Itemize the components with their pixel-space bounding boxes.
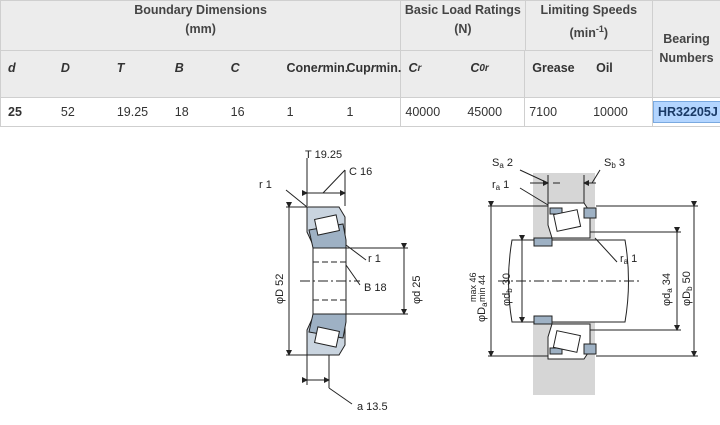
label-B: B 18 <box>364 282 387 294</box>
label-r1-inner: r 1 <box>368 253 381 265</box>
cell-oil: 10000 <box>593 105 628 119</box>
cell-B: 18 <box>174 105 189 119</box>
limiting-speeds-header: Limiting Speeds(min-1) <box>540 3 638 41</box>
cell-C: 16 <box>230 105 245 119</box>
label-Da: φDa max 46 min 44 <box>468 272 489 322</box>
cell-d: 25 <box>8 105 22 119</box>
label-Db: φDb 50 <box>681 271 694 306</box>
cell-D: 52 <box>60 105 75 119</box>
col-grease: Grease <box>532 61 575 75</box>
cell-grease: 7100 <box>529 105 558 119</box>
svg-text:min 44: min 44 <box>477 275 487 302</box>
bearing-number-link[interactable]: HR32205J <box>653 101 720 123</box>
cell-cup-r: 1 <box>340 98 402 126</box>
label-sb: Sb 3 <box>604 157 625 170</box>
col-oil: Oil <box>596 61 613 75</box>
right-bearing-drawing <box>488 169 698 395</box>
label-ra-top: ra 1 <box>492 179 509 192</box>
cell-cone-r: 1 <box>286 105 294 119</box>
label-db: φdb 30 <box>501 273 514 306</box>
svg-text:max 46: max 46 <box>468 272 478 302</box>
col-C: C <box>230 61 240 75</box>
basic-load-ratings-header: Basic Load Ratings(N) <box>401 1 526 50</box>
svg-text:φDa: φDa <box>476 302 489 322</box>
label-r1-top: r 1 <box>259 179 272 191</box>
label-d: φd 25 <box>411 275 423 304</box>
boundary-dimensions-header: Boundary Dimensions(mm) <box>1 1 402 50</box>
roller-top <box>313 214 341 236</box>
col-B: B <box>174 61 184 75</box>
header-groups: Boundary Dimensions(mm) Basic Load Ratin… <box>0 0 653 98</box>
col-D: D <box>60 61 70 75</box>
col-T: T <box>116 61 125 75</box>
cell-T: 19.25 <box>116 105 149 119</box>
roller-bottom <box>313 326 341 348</box>
left-bearing-drawing <box>285 158 408 405</box>
bearing-number-cell: HR32205J <box>652 97 720 127</box>
cell-cr: 40000 <box>405 105 441 119</box>
shaft <box>508 239 629 323</box>
right-roller-top <box>553 209 582 232</box>
label-da: φda 34 <box>661 273 674 306</box>
bearing-spec-table: Boundary Dimensions(mm) Basic Load Ratin… <box>0 0 720 127</box>
label-a: a 13.5 <box>357 401 388 413</box>
cell-c0r: 45000 <box>463 98 526 126</box>
label-T: T 19.25 <box>305 149 342 161</box>
label-C: C 16 <box>349 166 372 178</box>
label-sa: Sa 2 <box>492 157 513 170</box>
data-row: 25 52 19.25 18 16 1 1 40000 45000 7100 1… <box>0 97 653 127</box>
col-d: d <box>8 61 16 75</box>
label-D: φD 52 <box>274 274 286 304</box>
right-roller-bottom <box>552 330 581 353</box>
label-ra-right: ra 1 <box>620 253 637 266</box>
